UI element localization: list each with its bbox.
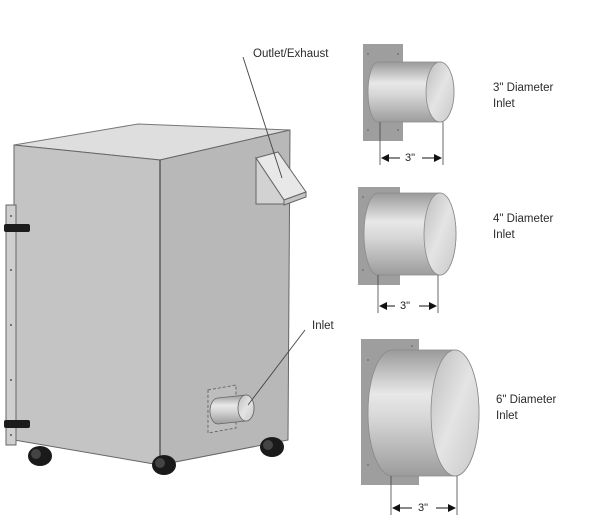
outlet-exhaust-label: Outlet/Exhaust: [253, 48, 329, 60]
adapter-4in-label: 4" Diameter Inlet: [493, 211, 553, 243]
adapter-6in-type: Inlet: [496, 410, 518, 422]
door-latch-top: [4, 224, 30, 232]
cabinet-front: [13, 144, 161, 466]
adapter-3in-diameter: 3" Diameter: [493, 82, 554, 94]
cabinet: [4, 123, 307, 475]
inlet-label: Inlet: [312, 320, 334, 332]
adapter-4in-length: 3": [398, 300, 413, 312]
adapter-6in-length: 3": [416, 502, 431, 514]
inlet-leader-line: [247, 329, 306, 406]
adapter-6in-diameter: 6" Diameter: [496, 394, 557, 406]
adapter-3in-type: Inlet: [493, 98, 515, 110]
adapter-4in-diameter: 4" Diameter: [493, 213, 554, 225]
door-latch-bottom: [4, 420, 30, 428]
adapter-4in-type: Inlet: [493, 229, 515, 241]
adapter-3in-length: 3": [403, 152, 418, 164]
adapter-3in-label: 3" Diameter Inlet: [493, 80, 553, 112]
outlet-leader-line: [242, 56, 283, 179]
outlet-exhaust-hood: [255, 151, 307, 206]
adapter-4in: [358, 187, 457, 313]
adapter-3in: [363, 44, 455, 165]
casters: [28, 437, 284, 475]
adapter-6in-label: 6" Diameter Inlet: [496, 392, 556, 424]
cabinet-inlet: [207, 384, 255, 434]
adapter-6in: [361, 339, 480, 515]
